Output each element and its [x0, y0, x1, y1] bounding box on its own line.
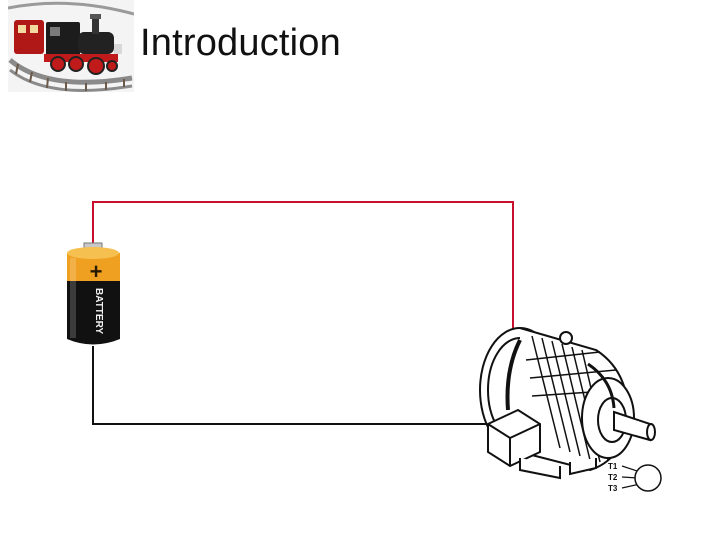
battery: [67, 242, 120, 345]
train-logo: [8, 0, 134, 92]
terminal-t1-label: T1: [608, 462, 618, 471]
terminal-t3-label: T3: [608, 484, 618, 493]
negative-wire: [92, 346, 500, 425]
motor: [479, 327, 656, 480]
battery-label: BATTERY: [93, 288, 104, 334]
terminal-t2-label: T2: [608, 473, 618, 482]
slide-title: Introduction: [140, 22, 341, 64]
positive-wire: [92, 201, 514, 340]
terminal-leads: [621, 464, 662, 492]
battery-plus-sign: +: [90, 259, 103, 284]
